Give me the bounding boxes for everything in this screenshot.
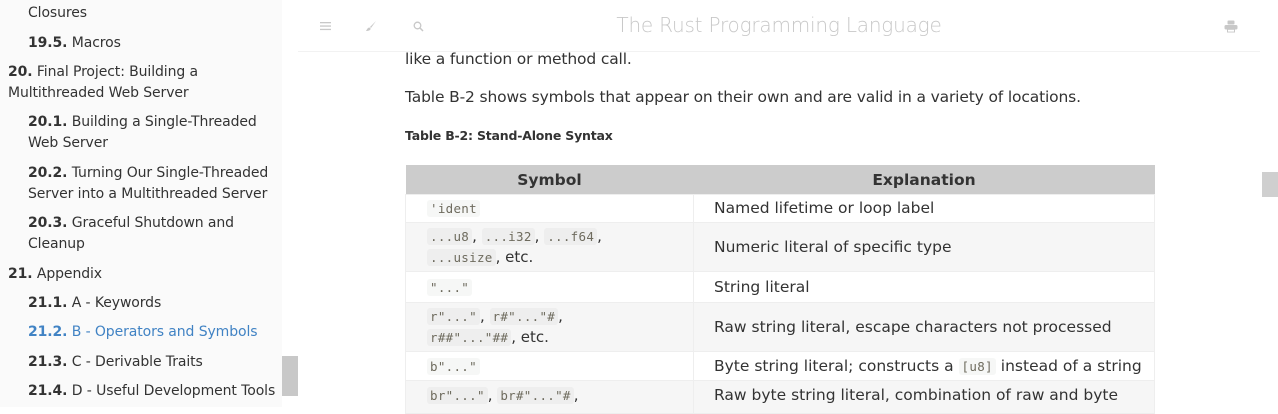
- symbol-cell: br"...", br#"..."#,: [405, 380, 694, 414]
- sidebar-item-graceful-shutdown[interactable]: 20.3. Graceful Shutdown and Cleanup: [28, 213, 278, 255]
- sidebar-item-operators-and-symbols[interactable]: 21.2. B - Operators and Symbols: [28, 322, 278, 343]
- toc-number: 21.2.: [28, 324, 68, 340]
- symbol-tail: , etc.: [495, 248, 534, 266]
- explanation-cell: Byte string literal; constructs a [u8] i…: [693, 351, 1155, 381]
- explanation-cell: Numeric literal of specific type: [693, 222, 1155, 272]
- toc-label: Graceful Shutdown and Cleanup: [28, 215, 234, 252]
- table-caption: Table B-2: Stand-Alone Syntax: [405, 128, 613, 143]
- code-symbol: b"...": [427, 357, 480, 375]
- code-symbol: 'ident: [427, 200, 480, 217]
- table-header-row: Symbol Explanation: [405, 165, 1155, 195]
- code-symbol: ...u8: [427, 228, 473, 245]
- page-title: The Rust Programming Language: [616, 13, 942, 37]
- code-symbol: r#"..."#: [489, 308, 559, 325]
- toc-number: 21.4.: [28, 383, 68, 399]
- toc-label: Final Project: Building a Multithreaded …: [8, 64, 198, 101]
- sidebar-item-development-tools[interactable]: 21.4. D - Useful Development Tools: [28, 381, 278, 402]
- symbol-cell: ...u8, ...i32, ...f64, ...usize, etc.: [405, 222, 694, 272]
- code-symbol: r"...": [427, 308, 480, 325]
- toc-number: 20.: [8, 64, 33, 80]
- sidebar-item-final-project[interactable]: 20. Final Project: Building a Multithrea…: [8, 62, 274, 104]
- symbol-cell: 'ident: [405, 194, 694, 223]
- code-symbol: ...f64: [544, 228, 598, 245]
- symbol-cell: b"...": [405, 351, 694, 381]
- toc-number: 20.1.: [28, 114, 68, 130]
- column-header-symbol: Symbol: [405, 165, 694, 195]
- table-row: "..." String literal: [405, 271, 1155, 303]
- intro-paragraph: Table B-2 shows symbols that appear on t…: [405, 88, 1081, 106]
- toc-label: A - Keywords: [71, 295, 162, 311]
- toc-number: 19.5.: [28, 35, 68, 51]
- explanation-cell: Raw byte string literal, combination of …: [693, 380, 1155, 414]
- column-header-explanation: Explanation: [693, 165, 1155, 195]
- symbol-tail: , etc.: [511, 328, 549, 346]
- symbol-tail: ,: [573, 386, 579, 404]
- symbol-cell: "...": [405, 271, 694, 303]
- toc-number: 21.3.: [28, 354, 68, 370]
- toc-number: 21.: [8, 266, 33, 282]
- explanation-cell: String literal: [693, 271, 1155, 303]
- explanation-cell: Raw string literal, escape characters no…: [693, 302, 1155, 352]
- code-symbol: ...usize: [427, 249, 496, 266]
- toc-label: Macros: [71, 35, 121, 51]
- sidebar-item-single-threaded[interactable]: 20.1. Building a Single-Threaded Web Ser…: [28, 112, 278, 154]
- main-content: like a function or method call. Table B-…: [405, 0, 1165, 414]
- table-row: ...u8, ...i32, ...f64, ...usize, etc. Nu…: [405, 222, 1155, 272]
- sidebar-item-derivable-traits[interactable]: 21.3. C - Derivable Traits: [28, 352, 278, 373]
- code-symbol: br"...": [427, 387, 488, 404]
- sidebar-item-appendix[interactable]: 21. Appendix: [8, 264, 274, 285]
- toc-label: B - Operators and Symbols: [71, 324, 258, 340]
- toc-label: Closures: [28, 5, 87, 21]
- partial-paragraph: like a function or method call.: [405, 50, 632, 68]
- toc-number: 21.1.: [28, 295, 68, 311]
- code-symbol: br#"..."#: [497, 387, 574, 404]
- sidebar-item-keywords[interactable]: 21.1. A - Keywords: [28, 293, 278, 314]
- sidebar-toc: Closures 19.5. Macros 20. Final Project:…: [0, 0, 282, 407]
- menu-icon[interactable]: [316, 16, 336, 36]
- toc-number: 20.2.: [28, 165, 68, 181]
- explanation-text: instead of a string: [1000, 356, 1142, 375]
- sidebar-item-multithreaded[interactable]: 20.2. Turning Our Single-Threaded Server…: [28, 163, 278, 205]
- toc-label: C - Derivable Traits: [71, 354, 203, 370]
- code-inline: [u8]: [958, 357, 996, 375]
- toc-label: D - Useful Development Tools: [71, 383, 276, 399]
- toc-label: Building a Single-Threaded Web Server: [28, 114, 257, 151]
- table-row: b"..." Byte string literal; constructs a…: [405, 351, 1155, 381]
- sidebar-item-macros[interactable]: 19.5. Macros: [28, 33, 278, 54]
- paintbrush-icon[interactable]: [361, 16, 381, 36]
- code-symbol: "...": [427, 278, 473, 296]
- stand-alone-syntax-table: Symbol Explanation 'ident Named lifetime…: [405, 165, 1155, 414]
- toc-label: Turning Our Single-Threaded Server into …: [28, 165, 269, 202]
- explanation-text: Byte string literal; constructs a: [714, 356, 954, 375]
- main-scrollbar-thumb[interactable]: [1262, 172, 1278, 197]
- code-symbol: r##"..."##: [427, 329, 512, 346]
- toc-number: 20.3.: [28, 215, 68, 231]
- code-symbol: ...i32: [481, 228, 535, 245]
- symbol-cell: r"...", r#"..."#, r##"..."##, etc.: [405, 302, 694, 352]
- toc-label: Appendix: [36, 266, 102, 282]
- sidebar-scrollbar-thumb[interactable]: [282, 356, 298, 396]
- table-row: r"...", r#"..."#, r##"..."##, etc. Raw s…: [405, 302, 1155, 352]
- table-row: br"...", br#"..."#, Raw byte string lite…: [405, 380, 1155, 414]
- table-row: 'ident Named lifetime or loop label: [405, 194, 1155, 223]
- search-icon[interactable]: [408, 16, 428, 36]
- print-icon[interactable]: [1221, 16, 1241, 36]
- sidebar-scrollbar-track[interactable]: [282, 0, 298, 407]
- sidebar-item-closures[interactable]: Closures: [28, 3, 278, 24]
- menu-bar: The Rust Programming Language: [298, 0, 1260, 52]
- explanation-cell: Named lifetime or loop label: [693, 194, 1155, 223]
